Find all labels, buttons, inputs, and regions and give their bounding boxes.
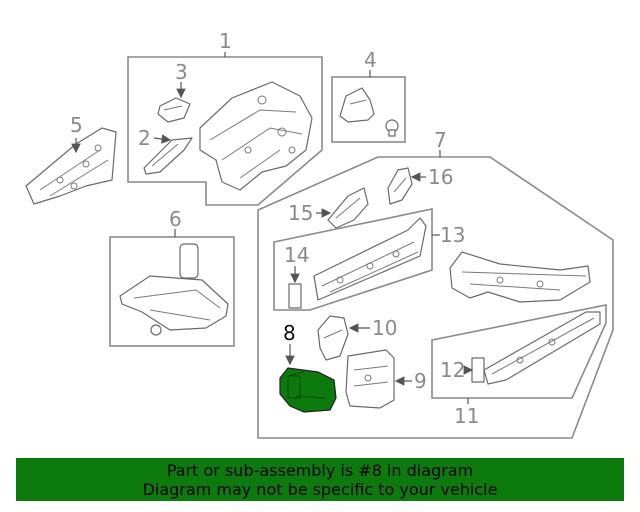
- callout-2: 2: [138, 126, 151, 150]
- part-4-mount: [339, 87, 399, 137]
- part-7-rail: [449, 251, 591, 303]
- part-5-panel: [25, 127, 117, 205]
- group-11-panel: 11 12: [431, 304, 607, 428]
- part-16-bracket: [387, 167, 413, 205]
- callout-3: 3: [175, 60, 188, 84]
- group-4-panel: 4: [331, 48, 406, 143]
- part-13-rail: [313, 217, 427, 301]
- callout-15: 15: [288, 201, 313, 225]
- part-1-front-rail: [199, 81, 313, 191]
- part-6-tray: [119, 243, 229, 336]
- callout-13: 13: [440, 223, 465, 247]
- banner-line-1: Part or sub-assembly is #8 in diagram: [166, 461, 474, 480]
- callout-8: 8: [283, 321, 296, 345]
- group-7-panel: 7 16 15 13: [257, 128, 614, 439]
- callout-10: 10: [372, 316, 397, 340]
- info-banner: Part or sub-assembly is #8 in diagram Di…: [16, 458, 624, 501]
- callout-7: 7: [434, 128, 447, 152]
- callout-4: 4: [364, 48, 377, 72]
- callout-16: 16: [428, 165, 453, 189]
- part-12-clip: [471, 357, 485, 383]
- callout-5: 5: [70, 113, 83, 137]
- callout-14: 14: [284, 243, 309, 267]
- callout-9: 9: [414, 369, 427, 393]
- part-14-clip: [288, 283, 302, 309]
- part-2-bracket: [143, 137, 193, 175]
- banner-line-2: Diagram may not be specific to your vehi…: [142, 480, 498, 499]
- part-10-bracket: [317, 315, 349, 361]
- group-6-panel: 6: [109, 207, 235, 347]
- group-13-panel: 13 14: [273, 208, 465, 311]
- callout-6: 6: [169, 207, 182, 231]
- part-3-bracket: [157, 97, 191, 123]
- part-15-bracket: [327, 187, 369, 229]
- part-9-plate: [345, 349, 395, 409]
- part-11-rail: [483, 311, 601, 385]
- part-8-highlighted: [279, 367, 337, 413]
- callout-12: 12: [440, 358, 465, 382]
- group-1-panel: 1 3 2: [127, 29, 323, 206]
- callout-11: 11: [454, 404, 479, 428]
- callout-1: 1: [219, 29, 232, 53]
